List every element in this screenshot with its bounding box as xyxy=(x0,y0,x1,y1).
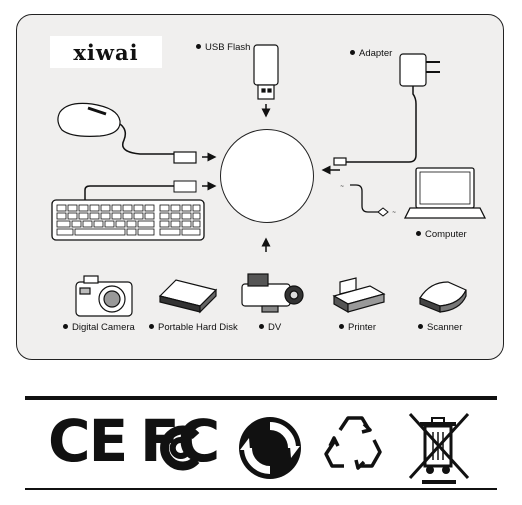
digital-camera-icon xyxy=(75,275,133,317)
portable-hard-disk-label: Portable Hard Disk xyxy=(149,322,238,333)
recycle-icon xyxy=(324,416,382,470)
top-rule xyxy=(25,396,497,400)
usb-symbol-right: ~ xyxy=(392,210,396,216)
usb-symbol-left: ~ xyxy=(340,184,344,190)
usb-connector-icon xyxy=(377,207,389,217)
adapter-label: Adapter xyxy=(350,48,392,59)
mouse-icon xyxy=(57,102,197,164)
usb-flash-icon xyxy=(253,44,279,100)
computer-cable xyxy=(350,184,378,213)
laptop-icon xyxy=(403,167,487,219)
green-dot-icon xyxy=(239,417,301,479)
bottom-rule xyxy=(25,488,497,490)
brand-logo: xiwai xyxy=(50,36,162,68)
digital-camera-label: Digital Camera xyxy=(63,322,135,333)
usb-hub xyxy=(220,129,314,223)
weee-bin-icon xyxy=(408,412,470,484)
keyboard-icon xyxy=(51,180,205,241)
dv-camcorder-icon xyxy=(241,273,304,313)
computer-label: Computer xyxy=(416,229,467,240)
fcc-mark-text: FC xyxy=(140,407,220,475)
adapter-icon xyxy=(333,53,440,166)
portable-hard-disk-icon xyxy=(158,279,218,314)
printer-icon xyxy=(332,277,386,314)
scanner-icon xyxy=(419,281,467,313)
usb-flash-label: USB Flash xyxy=(196,42,250,53)
dv-label: DV xyxy=(259,322,281,333)
ce-mark-icon: CE xyxy=(48,407,128,475)
printer-label: Printer xyxy=(339,322,376,333)
scanner-label: Scanner xyxy=(418,322,462,333)
fcc-mark-icon xyxy=(160,425,200,471)
